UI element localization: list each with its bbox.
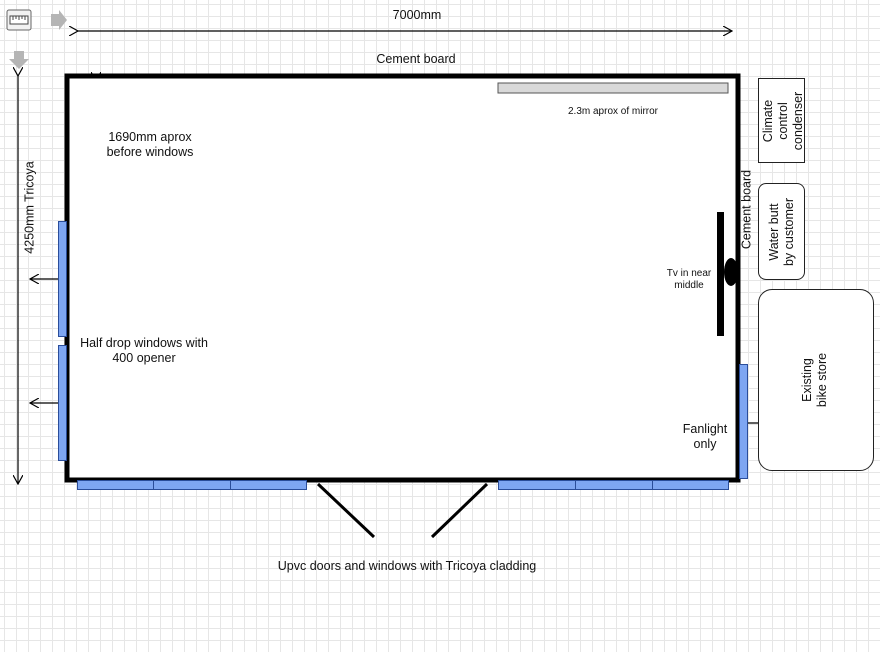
tv-label-line1: Tv in near (666, 268, 712, 279)
left-window-lower (58, 345, 67, 461)
climate-line3: condenser (791, 91, 805, 151)
left-windows-line1: Half drop windows with (80, 336, 208, 350)
left-window-upper (58, 221, 67, 337)
bike-line2: bike store (815, 352, 829, 408)
room-walls (64, 73, 741, 483)
tv-label: Tv in near middle (660, 268, 718, 292)
inner-dimension-line2: before windows (106, 145, 194, 159)
mirror-strip (497, 82, 729, 94)
climate-line1: Climate (761, 99, 775, 143)
water-butt-label: Water butt by customer (767, 187, 797, 277)
climate-control-label: Climate control condenser (761, 79, 805, 163)
inner-dimension-label: 1690mm aprox before windows (98, 130, 202, 160)
bottom-window-2 (153, 480, 231, 490)
mirror-label: 2.3m aprox of mirror (567, 106, 659, 117)
climate-control-box (758, 78, 805, 163)
bottom-window-5 (575, 480, 653, 490)
door-swing-right (430, 482, 489, 539)
right-fanlight-window (739, 364, 748, 479)
tv-mount (724, 258, 738, 286)
arrow-right-icon[interactable] (48, 10, 68, 30)
ruler-icon[interactable] (6, 9, 32, 31)
bike-line1: Existing (800, 358, 814, 402)
left-windows-label: Half drop windows with 400 opener (70, 336, 218, 366)
water-line1: Water butt (767, 203, 781, 261)
bottom-window-1 (77, 480, 154, 490)
water-butt-box (758, 183, 805, 280)
fanlight-label: Fanlight only (675, 422, 735, 452)
door-swing-left (316, 482, 376, 539)
right-wall-label: Cement board (739, 169, 754, 250)
fanlight-line2: only (693, 437, 717, 451)
bottom-window-4 (498, 480, 576, 490)
arrow-down-icon[interactable] (8, 50, 30, 70)
top-wall-label: Cement board (376, 52, 456, 66)
doors-label: Upvc doors and windows with Tricoya clad… (277, 559, 537, 573)
height-label: 4250mm Tricoya (22, 161, 37, 254)
bottom-window-6 (652, 480, 729, 490)
bike-store-box (758, 289, 874, 471)
fanlight-line1: Fanlight (682, 422, 728, 436)
bottom-window-3 (230, 480, 307, 490)
water-line2: by customer (782, 197, 796, 267)
tv-unit (717, 212, 724, 336)
climate-line2: control (776, 102, 790, 140)
tv-label-line2: middle (674, 280, 704, 291)
bike-store-label: Existing bike store (800, 335, 830, 425)
inner-dimension-line1: 1690mm aprox (108, 130, 192, 144)
left-windows-line2: 400 opener (112, 351, 176, 365)
width-label: 7000mm (392, 8, 442, 22)
